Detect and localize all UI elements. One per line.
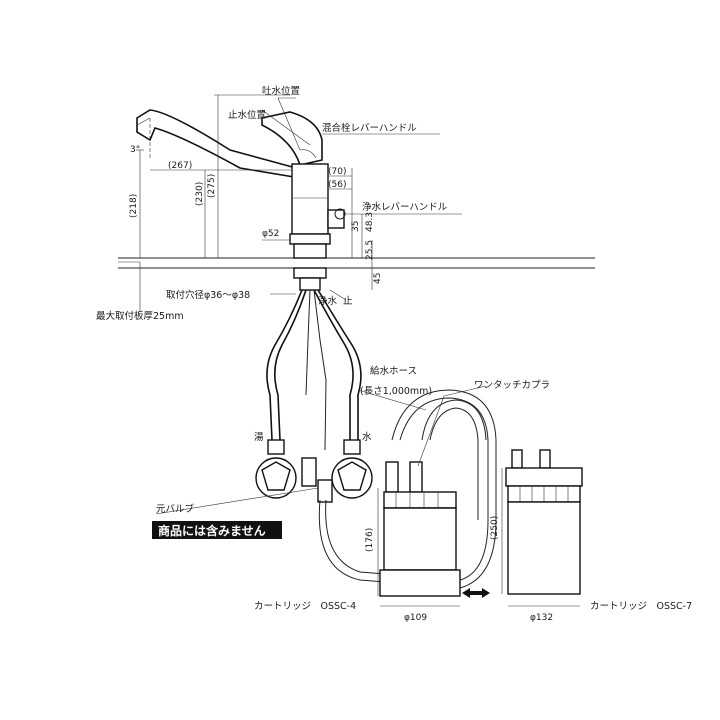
leader-lines — [155, 97, 487, 515]
dim-phi109: φ109 — [404, 613, 427, 623]
stop-mark-label: 止 — [343, 295, 353, 307]
supply-hose-label: 給水ホース — [370, 365, 417, 377]
dim-48-3: 48.3 — [365, 212, 375, 232]
cartridge-hose-loop — [318, 389, 497, 589]
mount-hole-label: 取付穴径φ36～φ38 — [166, 289, 250, 301]
dim-45: 45 — [373, 273, 383, 284]
dim-176: (176) — [365, 528, 375, 552]
countertop — [118, 257, 595, 269]
not-included-text: 商品には含みません — [158, 523, 266, 538]
spout-position-label: 吐水位置 — [262, 85, 300, 97]
dim-phi132: φ132 — [530, 613, 553, 623]
dim-230: (230) — [195, 182, 205, 206]
angle-dim: 3° — [130, 145, 140, 155]
dim-phi52: φ52 — [262, 229, 279, 239]
dimension-lines — [136, 94, 580, 607]
dim-70: (70) — [328, 167, 346, 177]
dim-267: (267) — [168, 161, 192, 171]
cartridge-ossc-7 — [505, 449, 583, 595]
faucet — [136, 109, 346, 291]
purify-lever-label: 浄水レバーハンドル — [362, 201, 448, 213]
dim-218: (218) — [129, 194, 139, 218]
hot-label: 湯 — [254, 431, 264, 443]
mixing-lever-label: 混合栓レバーハンドル — [322, 122, 417, 134]
stop-position-label: 止水位置 — [228, 109, 266, 121]
hose-length-label: (長さ1,000mm) — [360, 386, 432, 397]
dim-56: (56) — [328, 180, 346, 190]
max-plate-label: 最大取付板厚25mm — [96, 310, 184, 322]
main-valves — [255, 439, 373, 503]
cartridge-left-label: カートリッジ OSSC-4 — [254, 601, 356, 612]
not-included-badge: 商品には含みません — [152, 521, 282, 539]
cartridge-right-label: カートリッジ OSSC-7 — [590, 601, 692, 612]
purify-mark-label: 浄水 — [318, 295, 338, 307]
swap-arrow — [462, 588, 490, 598]
dim-35: 35 — [351, 221, 361, 232]
cartridge-ossc-4 — [379, 461, 461, 597]
coupler-label: ワンタッチカプラ — [474, 380, 550, 391]
dim-250: (250) — [490, 516, 500, 540]
cold-label: 水 — [362, 431, 372, 443]
supply-hoses — [266, 289, 362, 451]
dim-275: (275) — [207, 174, 217, 198]
dim-25-5: 25.5 — [365, 240, 375, 260]
main-valve-label: 元バルブ — [156, 503, 195, 515]
